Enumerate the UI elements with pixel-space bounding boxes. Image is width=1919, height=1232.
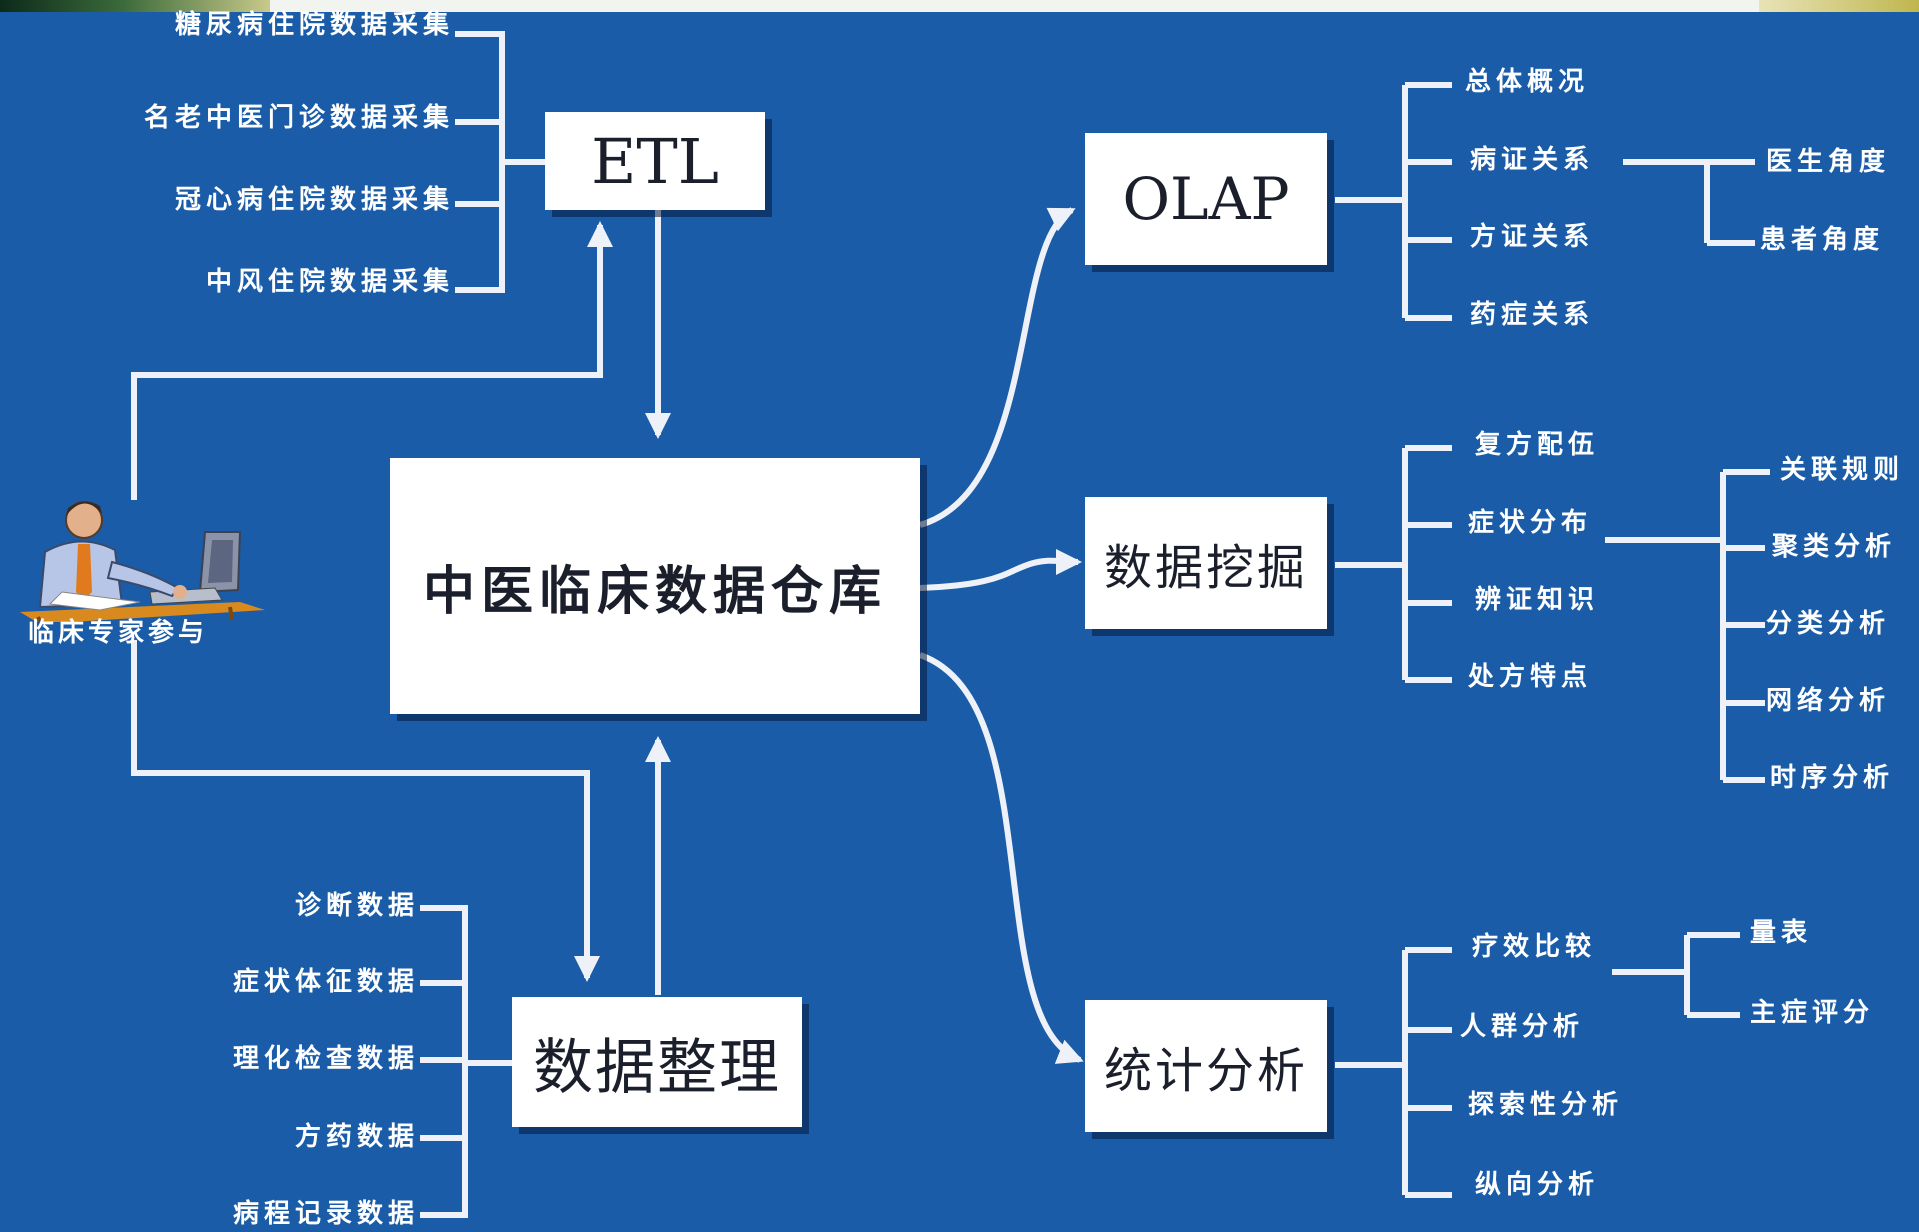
- olap-box: OLAP: [1085, 133, 1327, 265]
- warehouse-label: 中医临床数据仓库: [422, 561, 887, 622]
- etl-source-label: 冠心病住院数据采集: [174, 185, 454, 215]
- stats-item-label: 纵向分析: [1475, 1170, 1600, 1200]
- etl-source-label: 糖尿病住院数据采集: [174, 10, 454, 40]
- banner-decoration-left: [0, 0, 270, 12]
- mining-sub-label: 网络分析: [1766, 686, 1891, 716]
- olap-sub-label: 医生角度: [1766, 147, 1891, 177]
- cleanup-label: 数据整理: [533, 1032, 781, 1103]
- olap-item-label: 药症关系: [1470, 300, 1595, 330]
- stats-item-label: 疗效比较: [1472, 932, 1597, 962]
- stats-item-label: 人群分析: [1460, 1012, 1585, 1042]
- stats-label: 统计分析: [1103, 1043, 1308, 1099]
- etl-source-label: 名老中医门诊数据采集: [143, 103, 454, 133]
- mining-sub-label: 时序分析: [1770, 763, 1895, 793]
- mining-sub-label: 聚类分析: [1772, 532, 1897, 562]
- banner-decoration-right: [1759, 0, 1919, 12]
- stats-box: 统计分析: [1085, 1000, 1327, 1132]
- mining-sub-label: 分类分析: [1766, 609, 1891, 639]
- expert-label: 临床专家参与: [28, 618, 209, 648]
- etl-label: ETL: [591, 124, 719, 198]
- cleanup-source-label: 病程记录数据: [232, 1199, 419, 1229]
- olap-item-label: 病证关系: [1470, 145, 1595, 175]
- olap-sub-label: 患者角度: [1760, 225, 1885, 255]
- mining-label: 数据挖掘: [1103, 540, 1308, 596]
- etl-box: ETL: [545, 112, 765, 210]
- etl-source-label: 中风住院数据采集: [205, 267, 454, 297]
- cleanup-source-label: 诊断数据: [294, 891, 419, 921]
- clinical-expert-illustration: [20, 501, 265, 622]
- cleanup-box: 数据整理: [512, 997, 802, 1127]
- cleanup-source-label: 症状体征数据: [232, 967, 419, 997]
- olap-label: OLAP: [1122, 165, 1290, 233]
- mining-item-label: 辨证知识: [1475, 585, 1600, 615]
- mining-item-label: 处方特点: [1468, 662, 1593, 692]
- mining-box: 数据挖掘: [1085, 497, 1327, 629]
- stats-sub-label: 主症评分: [1750, 998, 1875, 1028]
- warehouse-box: 中医临床数据仓库: [390, 458, 920, 714]
- mining-sub-label: 关联规则: [1780, 455, 1905, 485]
- stats-sub-label: 量表: [1750, 918, 1813, 948]
- olap-item-label: 总体概况: [1465, 67, 1590, 97]
- mining-item-label: 复方配伍: [1475, 430, 1600, 460]
- cleanup-source-label: 方药数据: [294, 1122, 419, 1152]
- stats-item-label: 探索性分析: [1468, 1090, 1624, 1120]
- olap-item-label: 方证关系: [1470, 222, 1595, 252]
- top-banner: [0, 0, 1919, 12]
- cleanup-source-label: 理化检查数据: [232, 1044, 419, 1074]
- mining-item-label: 症状分布: [1468, 508, 1593, 538]
